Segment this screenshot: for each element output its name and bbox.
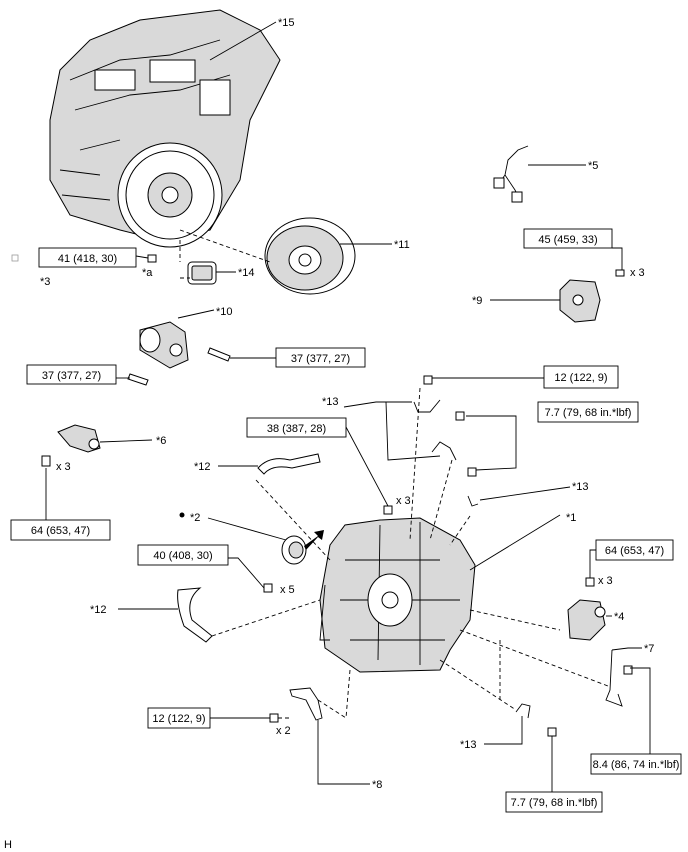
torque-38-label: 38 (387, 28) [267,423,326,435]
quantity-6: x 3 [56,461,71,473]
bolt-starter-2 [127,373,149,386]
torque-45: 45 (459, 33) [523,228,613,249]
torque-7-7-lower-label: 7.7 (79, 68 in.*lbf) [511,797,598,809]
torque-37-left-label: 37 (377, 27) [42,370,101,382]
dashed-alignment-lines [179,229,609,719]
bracket-8 [289,687,323,721]
filled-circle-icon [179,512,185,518]
callout-10: *10 [216,306,233,318]
quantity-12: x 2 [276,725,291,737]
torque-64-right-label: 64 (653, 47) [605,545,664,557]
callout-12-upper: *12 [194,461,211,473]
callout-13-right: *13 [572,481,589,493]
callout-1: *1 [566,512,576,524]
leader-lines [45,21,651,792]
wire-harness [493,145,529,203]
torque-64-left-label: 64 (653, 47) [31,525,90,537]
callout-4: *4 [614,611,624,623]
callout-13-lower: *13 [460,739,477,751]
torque-8-4-label: 8.4 (86, 74 in.*lbf) [593,759,680,771]
torque-41: 41 (418, 30) [38,247,137,268]
quantity-4: x 3 [598,575,613,587]
torque-7-7-upper-label: 7.7 (79, 68 in.*lbf) [545,407,632,419]
clamp-13-right [467,495,479,507]
empty-square-icon [11,254,19,262]
torque-12-upper: 12 (122, 9) [543,365,619,389]
bracket-6 [57,424,101,453]
harness-clamp-7 [605,649,623,707]
starter-motor [139,321,189,369]
engine-assembly [49,9,281,248]
callout-5: *5 [588,160,598,172]
callout-14: *14 [238,267,255,279]
transaxle-assembly [319,517,476,673]
torque-37-right: 37 (377, 27) [275,347,366,368]
torque-37-right-label: 37 (377, 27) [291,353,350,365]
bolt-9 [615,269,625,277]
callout-9: *9 [472,295,482,307]
transmission-mount [567,599,606,641]
quantity-40: x 5 [280,584,295,596]
torque-37-left: 37 (377, 27) [26,364,117,385]
callout-7: *7 [644,643,654,655]
clamp-13-lower [515,703,531,719]
oil-cooler-hose-upper [257,453,321,475]
bolt-starter-1 [207,347,231,362]
callout-11: *11 [394,239,410,251]
clamp-13-upper [413,399,441,413]
callout-12-lower: *12 [90,604,107,616]
callout-3: *3 [40,276,50,288]
torque-12-lower-label: 12 (122, 9) [152,713,205,725]
torque-38: 38 (387, 28) [246,417,347,438]
torque-12-upper-label: 12 (122, 9) [554,372,607,384]
bolts [147,254,633,737]
callout-15: *15 [278,17,295,29]
oil-cooler-hose-lower [177,587,213,643]
clamp-13-middle [431,441,457,461]
torque-12-lower: 12 (122, 9) [147,707,211,729]
callout-6: *6 [156,435,166,447]
torque-64-left: 64 (653, 47) [10,519,111,541]
torque-41-label: 41 (418, 30) [58,253,117,265]
quantity-9: x 3 [630,267,645,279]
torque-40-label: 40 (408, 30) [153,550,212,562]
torque-40: 40 (408, 30) [137,544,229,566]
callout-a: *a [142,267,153,279]
callout-8: *8 [372,779,382,791]
callout-13-upper: *13 [322,396,339,408]
quantity-38: x 3 [396,495,411,507]
torque-7-7-lower: 7.7 (79, 68 in.*lbf) [505,791,603,813]
bolt-6 [41,455,51,467]
cover-plate [187,261,217,285]
callout-2: *2 [190,512,200,524]
torque-7-7-upper: 7.7 (79, 68 in.*lbf) [537,401,639,423]
torque-45-label: 45 (459, 33) [538,234,597,246]
torque-converter [264,217,356,295]
insertion-arrow-icon [304,530,324,550]
oil-seal [281,535,307,565]
torque-8-4: 8.4 (86, 74 in.*lbf) [590,753,682,775]
figure-footer-letter: H [4,839,12,851]
engine-mount-bracket [559,279,601,323]
torque-64-right: 64 (653, 47) [595,539,674,561]
